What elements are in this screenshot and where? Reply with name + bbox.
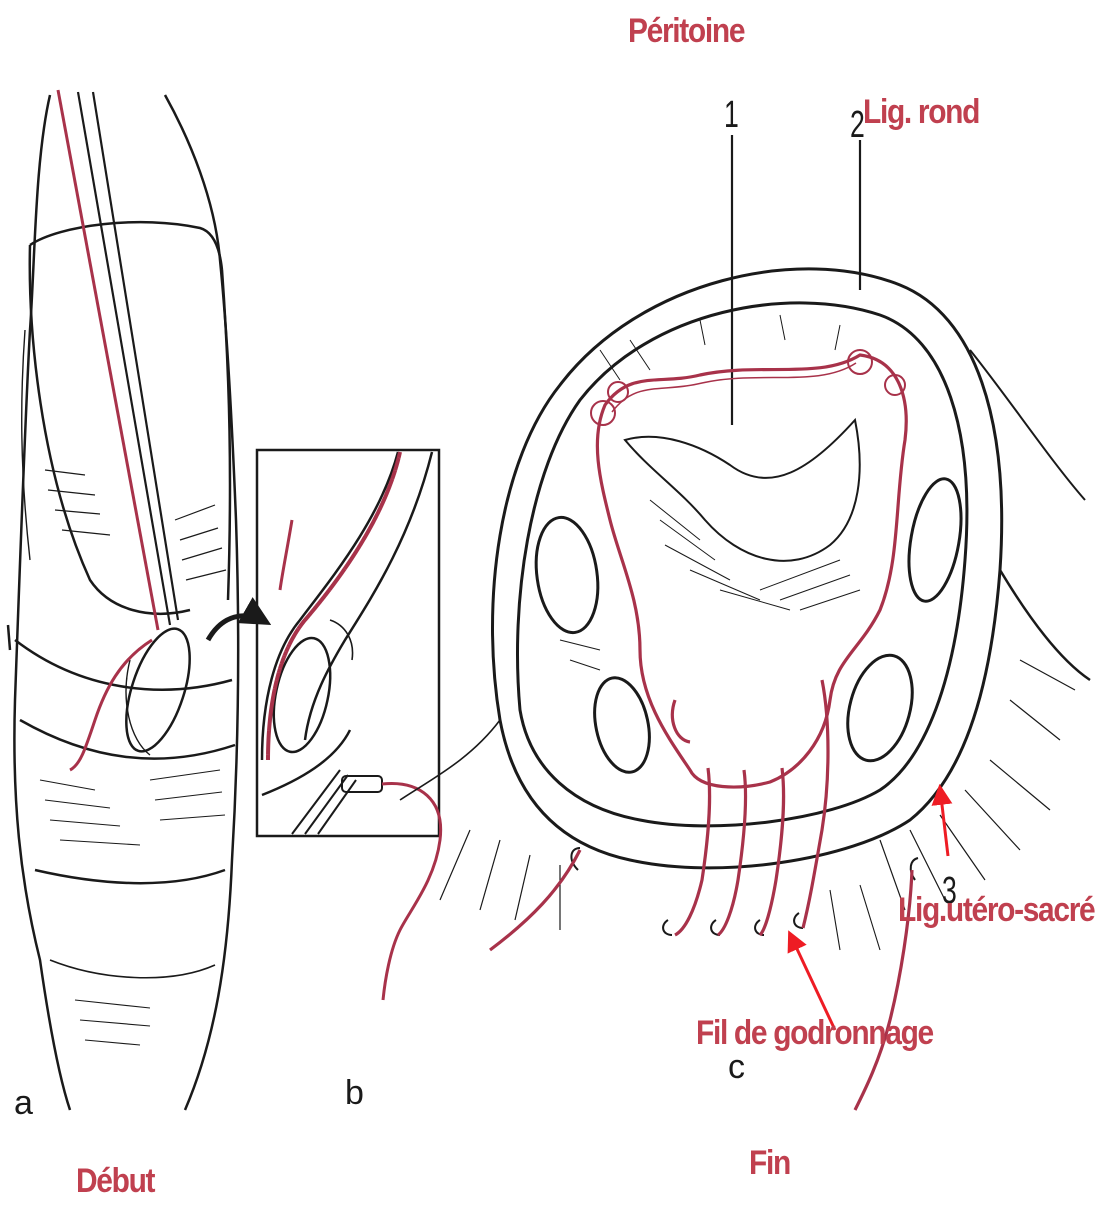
label-peritoine: Péritoine [628, 14, 744, 48]
panel-a-drawing [8, 95, 266, 1110]
panel-b-suture [268, 452, 441, 1000]
panel-b-letter: b [345, 1076, 364, 1110]
label-fin: Fin [749, 1146, 790, 1180]
label-lig-utero-sacre: Lig.utéro-sacré [898, 893, 1094, 927]
panel-b-drawing [257, 450, 439, 836]
label-debut: Début [76, 1164, 154, 1198]
label-lig-rond: Lig. rond [863, 95, 979, 129]
panel-a-instrument [58, 90, 178, 770]
panel-c-letter: c [728, 1050, 745, 1084]
number-1: 1 [724, 96, 739, 134]
arrow-lig-utero-sacre [940, 788, 948, 856]
label-fil-godronnage: Fil de godronnage [696, 1016, 933, 1050]
panel-a-letter: a [14, 1086, 33, 1120]
